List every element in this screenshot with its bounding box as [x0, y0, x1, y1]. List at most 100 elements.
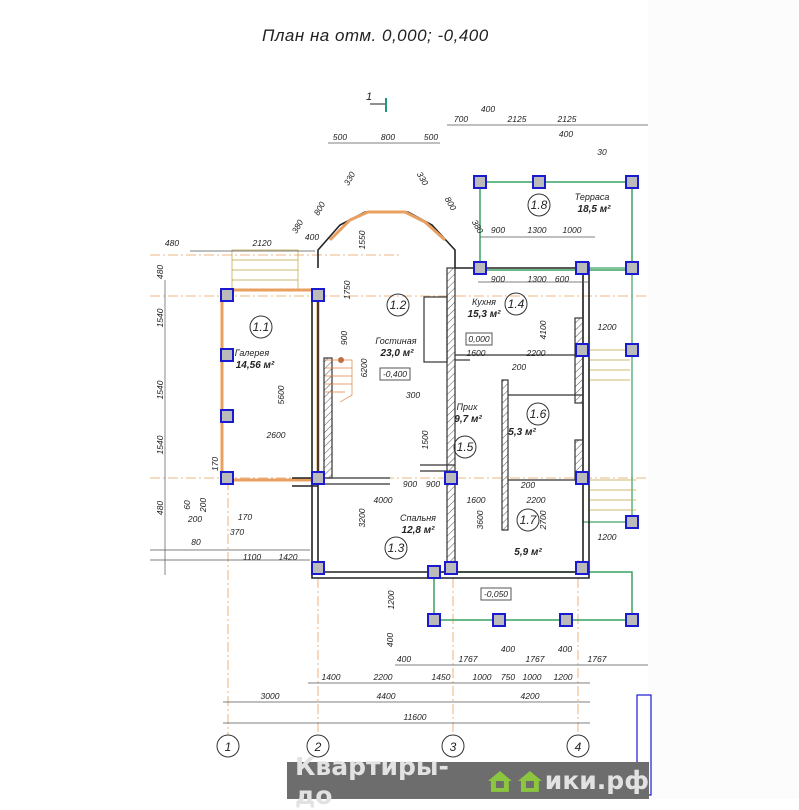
room-area: 14,56 м²: [236, 360, 275, 371]
dimension-label: 1420: [279, 552, 298, 562]
svg-text:1: 1: [366, 91, 372, 103]
dimension-label: 400: [558, 644, 572, 654]
dimension-label: 1100: [243, 552, 262, 562]
column: [473, 261, 487, 275]
column: [220, 409, 234, 423]
dimension-label: 330: [415, 170, 431, 188]
dimension-label: 4400: [377, 691, 396, 701]
dimension-label: 400: [305, 232, 319, 242]
column: [492, 613, 506, 627]
room-area: 5,9 м²: [514, 547, 542, 558]
dimension-label: 900: [339, 331, 349, 345]
dimension-lines: [150, 124, 648, 724]
room-name: Галерея: [235, 348, 270, 358]
dimension-label: 1000: [473, 672, 492, 682]
steps: [231, 249, 636, 511]
dimension-label: 1600: [467, 348, 486, 358]
room-number: 1.4: [508, 297, 525, 311]
watermark-text-end: ики.рф: [544, 766, 649, 795]
columns: [220, 175, 639, 627]
grid-axes: [150, 254, 648, 735]
watermark-text-start: Квартиры-до: [295, 751, 449, 810]
dimension-label: 600: [555, 274, 569, 284]
dimension-label: 1540: [155, 435, 165, 454]
margin-area: [648, 0, 799, 799]
dimension-label: 4000: [374, 495, 393, 505]
column: [311, 561, 325, 575]
axis-label: 4: [575, 740, 582, 754]
room-name: Кухня: [472, 297, 496, 307]
column: [625, 613, 639, 627]
room-name: Терраса: [575, 192, 610, 202]
dimension-label: 1000: [563, 225, 582, 235]
house-icon: [517, 770, 542, 792]
dimension-label: 6200: [359, 358, 369, 377]
dimension-label: 1767: [588, 654, 607, 664]
dimension-label: 2125: [557, 114, 577, 124]
room-number: 1.2: [390, 298, 407, 312]
dimension-label: 200: [198, 498, 208, 513]
terrace-outline: [479, 181, 633, 271]
column: [625, 175, 639, 189]
dimension-label: 380: [290, 218, 306, 236]
dimension-label: 330: [342, 170, 358, 188]
column: [532, 175, 546, 189]
room-number: 1.8: [531, 198, 548, 212]
dimension-label: 60: [182, 500, 192, 510]
dimension-label: 2125: [507, 114, 527, 124]
axis-label: 3: [450, 740, 457, 754]
dimension-label: 480: [155, 501, 165, 515]
level-marks: 0,000 -0,400 -0,050: [379, 332, 512, 601]
column: [575, 471, 589, 485]
house-icon: [488, 770, 512, 792]
dimension-label: 2600: [266, 430, 286, 440]
column: [427, 613, 441, 627]
dimension-label: 2200: [373, 672, 393, 682]
dimension-label: 5600: [276, 385, 286, 404]
dimension-label: 200: [187, 514, 202, 524]
column: [427, 565, 441, 579]
dimension-label: 1540: [155, 380, 165, 399]
room-area: 9,7 м²: [454, 414, 482, 425]
dimension-label: 380: [470, 218, 486, 236]
dimension-label: 2700: [538, 510, 548, 530]
dimension-label: 2200: [526, 495, 546, 505]
room-number: 1.6: [530, 407, 547, 421]
dimension-label: 400: [481, 104, 495, 114]
column: [220, 288, 234, 302]
dimension-label: 900: [491, 225, 505, 235]
dimension-label: 1767: [526, 654, 545, 664]
room-name: Прих: [456, 402, 478, 412]
dimension-label: 900: [491, 274, 505, 284]
room-area: 18,5 м²: [578, 204, 612, 215]
dimension-label: 1500: [420, 430, 430, 449]
dimension-label: 400: [501, 644, 515, 654]
dimension-label: 800: [443, 195, 459, 213]
axis-label: 1: [225, 740, 232, 754]
dimension-label: 1750: [342, 280, 352, 299]
room-number: 1.5: [457, 440, 474, 454]
column: [575, 343, 589, 357]
dimension-label: 200: [511, 362, 526, 372]
dimension-label: 1200: [386, 590, 396, 609]
staircase: [325, 357, 353, 403]
dimension-label: 3000: [261, 691, 280, 701]
dimension-label: 400: [559, 129, 573, 139]
room-name: Гостиная: [375, 336, 416, 346]
dimension-label: 480: [155, 265, 165, 279]
dimension-label: 1450: [432, 672, 451, 682]
dimension-label: 800: [312, 200, 328, 218]
dimension-label: 300: [406, 390, 420, 400]
dimension-label: 2200: [526, 348, 546, 358]
drawing-title: План на отм. 0,000; -0,400: [262, 26, 489, 45]
dimension-label: 1300: [528, 274, 547, 284]
right-porch-outline: [582, 267, 633, 523]
dimension-label: 1200: [554, 672, 573, 682]
bottom-porch-outline: [433, 571, 633, 621]
column: [625, 515, 639, 529]
dimension-label: 3200: [357, 508, 367, 527]
watermark: Квартиры-до ики.рф: [287, 752, 649, 810]
dimension-label: 1000: [523, 672, 542, 682]
dimension-label: 400: [385, 633, 395, 647]
